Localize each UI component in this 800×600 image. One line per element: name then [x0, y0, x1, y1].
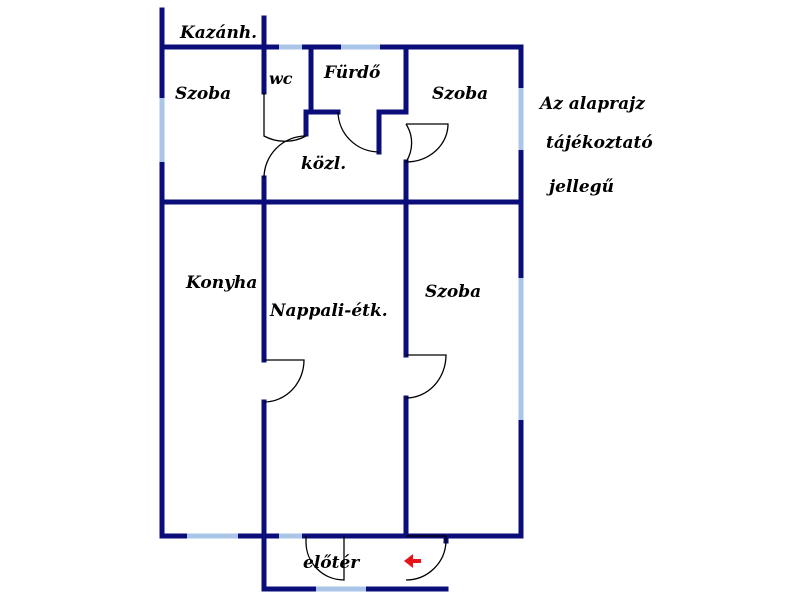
room-label-furdo: Fürdő — [323, 63, 381, 83]
door-szoba-right — [405, 354, 447, 399]
room-label-szoba-top-left: Szoba — [175, 84, 231, 104]
room-label-szoba-right: Szoba — [425, 282, 481, 302]
doors — [263, 92, 449, 581]
room-label-nappali: Nappali-étk. — [269, 301, 388, 321]
room-label-konyha: Konyha — [185, 273, 257, 293]
entrance-arrow-icon — [404, 554, 421, 568]
door-szoba-top-left — [263, 135, 307, 179]
door-szoba-top-right-leaf — [405, 123, 449, 163]
door-wc — [263, 92, 307, 142]
note-line-1: Az alaprajz — [538, 94, 645, 114]
room-label-szoba-top-right: Szoba — [432, 84, 488, 104]
windows — [159, 44, 524, 592]
room-label-kozl: közl. — [301, 154, 346, 174]
door-szoba-top-right — [405, 123, 413, 163]
note-line-2: tájékoztató — [546, 133, 653, 153]
door-nappali-konyha — [263, 359, 305, 403]
room-label-kazanh: Kazánh. — [179, 23, 257, 43]
door-eloter-inner — [305, 536, 345, 581]
door-furdo — [337, 111, 380, 153]
room-label-wc: wc — [269, 69, 293, 88]
door-entrance — [405, 535, 447, 581]
room-label-eloter: előtér — [303, 553, 360, 573]
note-line-3: jellegű — [546, 177, 614, 197]
